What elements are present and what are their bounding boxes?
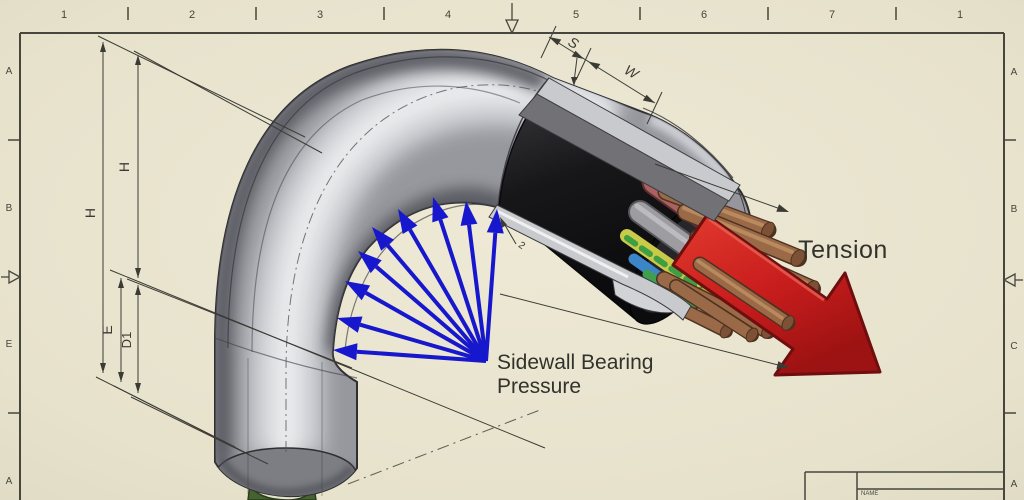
ruler-col-label: 6: [701, 9, 707, 21]
ruler-row-label-left: B: [6, 203, 13, 214]
dim-thickness-label: 2: [516, 240, 527, 252]
bend-centerline: [285, 84, 579, 452]
dim-h-inner-label: H: [116, 162, 132, 172]
ruler-col-label: 4: [445, 9, 451, 21]
ruler-row-label-left: E: [6, 339, 13, 350]
sheet-border: 1 2 3 4 5 6 7 1 A B E A A B C A: [1, 3, 1023, 500]
dim-e-label: E: [99, 325, 115, 334]
ruler-col-label: 3: [317, 9, 323, 21]
side-rulers: A B E A A B C A: [6, 66, 1018, 490]
ruler-col-label: 7: [829, 9, 835, 21]
copper-strands-front: [669, 256, 796, 343]
ruler-row-label-left: A: [6, 66, 13, 77]
tension-arrow-highlight: [708, 217, 825, 302]
sidewall-pressure-label-line1: Sidewall Bearing: [497, 351, 653, 374]
title-block-name-label: NAME: [861, 491, 878, 497]
ruler-col-label: 1: [957, 9, 963, 21]
ruler-row-label-right: B: [1011, 204, 1018, 215]
dimension-lines: [95, 25, 787, 485]
sidewall-pressure-arrows: [333, 197, 504, 363]
dimension-arrowheads: [100, 37, 789, 393]
sidewall-pressure-label-line2: Pressure: [497, 375, 581, 398]
ruler-row-label-right: C: [1010, 341, 1017, 352]
title-block: NAME: [804, 471, 1004, 500]
conduit-cut-rims: [488, 77, 741, 321]
top-ruler: 1 2 3 4 5 6 7 1: [61, 9, 963, 21]
ruler-col-label: 1: [61, 9, 67, 21]
dim-d1-label: D1: [119, 332, 134, 349]
tension-label: Tension: [798, 236, 888, 264]
annotations: Tension Sidewall Bearing Pressure: [497, 236, 888, 398]
ruler-row-label-right: A: [1011, 479, 1018, 490]
conduit-contour-lines: [214, 56, 734, 496]
ruler-row-label-right: A: [1011, 67, 1018, 78]
ruler-col-label: 2: [189, 9, 195, 21]
dim-h-outer-label: H: [82, 208, 98, 218]
ruler-row-label-left: A: [6, 476, 13, 487]
tension-arrow: [671, 213, 882, 377]
ruler-col-label: 5: [573, 9, 579, 21]
